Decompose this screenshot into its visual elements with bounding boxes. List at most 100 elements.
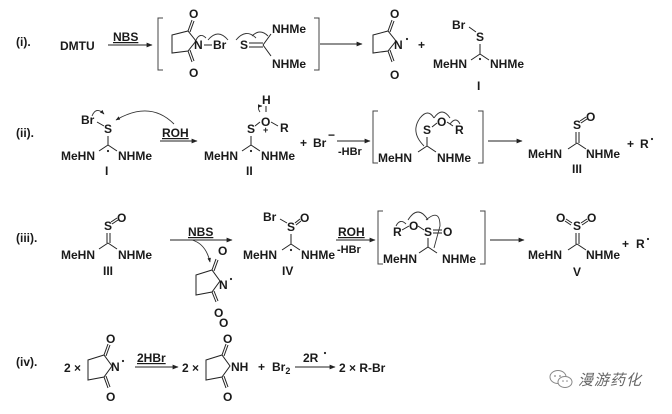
curved-arrow bbox=[433, 111, 451, 119]
atom-r: R bbox=[280, 121, 289, 135]
atom-br: Br bbox=[81, 113, 95, 127]
radical-dot bbox=[249, 149, 253, 153]
step-iii: (iii). S O MeHN NHMe III NBS O O N Br S … bbox=[16, 210, 650, 320]
group-nhme: NHMe bbox=[586, 248, 620, 262]
bracket-left bbox=[377, 210, 383, 265]
product-rbr: 2 × R-Br bbox=[339, 361, 386, 375]
group-mehn: MeHN bbox=[243, 248, 277, 262]
group-nhme: NHMe bbox=[586, 147, 620, 161]
atom-o: O bbox=[443, 225, 452, 239]
curved-arrow bbox=[415, 112, 435, 147]
compound-id: IV bbox=[282, 264, 293, 278]
coefficient: 2 × bbox=[64, 361, 81, 375]
coefficient: 2 × bbox=[182, 361, 199, 375]
reagent-label: ROH bbox=[162, 126, 189, 140]
curved-arrow bbox=[115, 110, 175, 125]
compound-id: III bbox=[572, 162, 582, 176]
group-nhme: NHMe bbox=[261, 149, 295, 163]
svg-text:O: O bbox=[106, 390, 115, 404]
succinimide: O O bbox=[205, 332, 232, 404]
plus-sign: + bbox=[418, 38, 425, 52]
svg-text:O: O bbox=[223, 332, 232, 346]
svg-text:O: O bbox=[223, 390, 232, 404]
reagent-label: 2HBr bbox=[137, 351, 166, 365]
group-nhme: NHMe bbox=[437, 151, 471, 165]
atom-n: N bbox=[194, 38, 203, 52]
group-mehn: MeHN bbox=[204, 149, 238, 163]
elimination-label: -HBr bbox=[338, 146, 363, 158]
curved-arrow bbox=[449, 119, 461, 125]
watermark-text: 漫游药化 bbox=[578, 370, 643, 389]
atom-s: S bbox=[423, 123, 431, 137]
atom-h: H bbox=[262, 93, 271, 107]
radical-dot bbox=[106, 149, 110, 153]
atom-br: Br bbox=[452, 18, 466, 32]
group-nhme-top: NHMe bbox=[272, 22, 306, 36]
radical-dot bbox=[650, 137, 654, 141]
step-label: (i). bbox=[16, 35, 31, 49]
atom-s: S bbox=[240, 38, 248, 52]
curved-arrow bbox=[195, 35, 207, 41]
group-mehn: MeHN bbox=[61, 248, 95, 262]
atom-o: O bbox=[261, 115, 270, 129]
radical-dot bbox=[646, 237, 650, 241]
curved-arrow bbox=[425, 214, 441, 249]
bracket-left bbox=[157, 17, 163, 71]
step-label: (iii). bbox=[16, 231, 37, 245]
succinimidyl-radical: O O bbox=[87, 332, 125, 404]
radical-dot bbox=[323, 351, 327, 355]
bromine: Br2 bbox=[272, 360, 290, 376]
atom-s: S bbox=[104, 219, 112, 233]
curved-arrow bbox=[395, 221, 407, 227]
svg-text:O: O bbox=[106, 332, 115, 346]
bromide: Br bbox=[313, 136, 327, 150]
group-mehn: MeHN bbox=[433, 57, 467, 71]
compound-id: I bbox=[477, 79, 480, 93]
reagent-label: 2R bbox=[303, 351, 319, 365]
atom-br: Br bbox=[213, 38, 227, 52]
group-mehn: MeHN bbox=[61, 149, 95, 163]
radical-dot bbox=[478, 57, 482, 61]
group-nhme: NHMe bbox=[490, 57, 524, 71]
atom-s: S bbox=[476, 30, 484, 44]
bracket-right bbox=[314, 17, 320, 71]
radical-r: R bbox=[636, 237, 645, 251]
succinimidyl-radical: O O bbox=[372, 7, 409, 82]
reagent-label: NBS bbox=[113, 30, 138, 44]
atom-r: R bbox=[393, 225, 402, 239]
step-ii: (ii). Br S MeHN NHMe I ROH H S O + R MeH… bbox=[16, 93, 654, 178]
curved-arrow bbox=[207, 33, 229, 41]
succinimidyl-radical: O bbox=[195, 258, 233, 320]
charge-plus: + bbox=[263, 125, 268, 135]
atom-o: O bbox=[556, 211, 565, 225]
group-nhme-bottom: NHMe bbox=[272, 57, 306, 71]
reactant-dmtu: DMTU bbox=[60, 39, 95, 53]
atom-o: O bbox=[409, 219, 418, 233]
wechat-icon bbox=[549, 370, 573, 388]
atom-s: S bbox=[247, 122, 255, 136]
atom-o: O bbox=[437, 115, 446, 129]
curved-arrow bbox=[257, 104, 263, 113]
svg-text:O: O bbox=[189, 66, 198, 80]
group-nhme: NHMe bbox=[118, 149, 152, 163]
svg-text:O: O bbox=[390, 68, 399, 82]
compound-id: III bbox=[103, 264, 113, 278]
group-nhme: NHMe bbox=[442, 252, 476, 266]
bracket-left bbox=[372, 110, 378, 164]
group-mehn: MeHN bbox=[528, 147, 562, 161]
plus-sign: + bbox=[627, 137, 634, 151]
charge-minus: − bbox=[328, 128, 335, 142]
radical-r: R bbox=[640, 137, 649, 151]
elimination-label: -HBr bbox=[337, 244, 362, 256]
curved-arrow bbox=[91, 109, 105, 117]
group-nhme: NHMe bbox=[118, 248, 152, 262]
radical-n: N bbox=[219, 278, 228, 292]
radical-n: N bbox=[111, 360, 120, 374]
atom-s: S bbox=[104, 122, 112, 136]
compound-id: V bbox=[573, 265, 581, 279]
nh-group: NH bbox=[231, 360, 248, 374]
atom-r: R bbox=[455, 123, 464, 137]
atom-s: S bbox=[287, 220, 295, 234]
atom-o: O bbox=[586, 110, 595, 124]
